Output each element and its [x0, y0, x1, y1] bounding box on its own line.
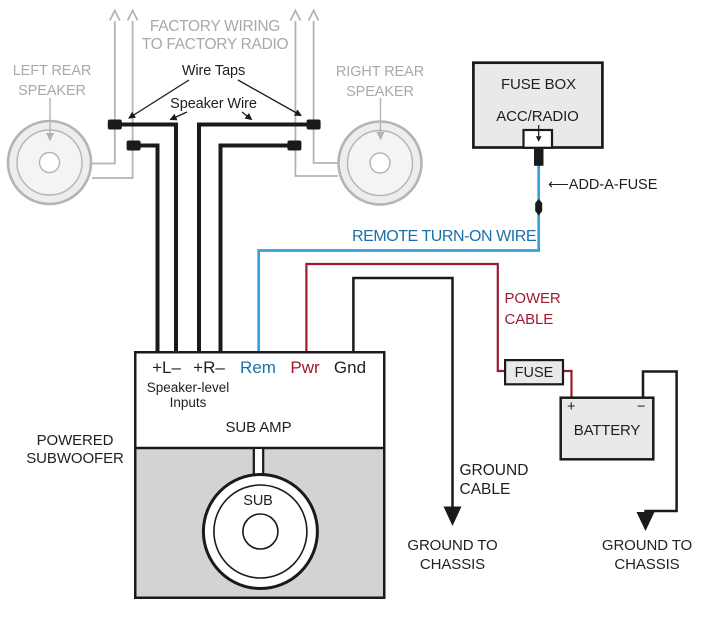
terminal-remote: Rem	[240, 357, 276, 377]
acc-radio-label: ACC/RADIO	[496, 108, 579, 125]
factory-wiring-label: FACTORY WIRING TO FACTORY RADIO	[142, 18, 289, 55]
power-cable-line1: POWER	[504, 290, 561, 307]
powered-subwoofer-line1: POWERED	[36, 431, 114, 449]
ground-chassis-left-line2: CHASSIS	[419, 555, 486, 573]
ground-wires	[352, 276, 678, 513]
add-a-fuse-body	[535, 199, 543, 216]
wire-tap-right-2	[287, 140, 302, 151]
factory-wire-left-1	[92, 21, 116, 165]
battery-plus-terminal: +	[567, 399, 576, 415]
wire-taps-arrow-right-icon	[237, 79, 302, 117]
ground-cable-line1: GROUND	[459, 462, 529, 479]
factory-wiring-wires	[92, 8, 338, 179]
speaker-wire-left-bottom	[130, 143, 160, 354]
factory-wire-left-2	[92, 21, 134, 179]
amp-ground-wire	[352, 276, 454, 508]
inline-fuse-rect	[504, 359, 565, 386]
sub-label: SUB	[243, 492, 273, 509]
terminal-power: Pwr	[290, 357, 320, 377]
sub-lead-gap	[255, 449, 262, 475]
fuse-box-title: FUSE BOX	[500, 76, 577, 93]
remote-turn-on-wire-label: REMOTE TURN-ON WIRE	[352, 228, 537, 245]
sub-dustcap-circle	[242, 513, 279, 550]
factory-arrow-4-icon	[307, 8, 320, 21]
speaker-wire-arrow-right-icon	[241, 111, 253, 121]
ground-chassis-right-line1: GROUND TO	[601, 537, 693, 554]
speaker-wire-arrow-left-icon	[169, 111, 188, 121]
factory-wiring-line1: FACTORY WIRING	[149, 17, 281, 35]
wire-tap-right-1	[306, 119, 321, 130]
ground-chassis-right-line2: CHASSIS	[614, 555, 680, 573]
powered-subwoofer-box	[134, 351, 386, 599]
factory-arrow-3-icon	[289, 8, 302, 21]
battery-ground-arrowhead-icon	[636, 512, 655, 531]
powered-subwoofer-label: POWERED SUBWOOFER	[26, 431, 124, 470]
left-speaker-drawing	[6, 119, 93, 206]
factory-wiring-line2: TO FACTORY RADIO	[141, 36, 289, 53]
sub-surround-circle	[213, 484, 308, 579]
battery-ground-wire	[641, 370, 678, 513]
power-wire-fuse-to-battery	[562, 369, 573, 399]
battery-label: BATTERY	[573, 421, 641, 439]
speaker-wire-right-bottom	[218, 143, 298, 354]
right-speaker-line2: SPEAKER	[346, 83, 414, 100]
wire-tap-left-2	[126, 140, 141, 151]
right-speaker-dustcap	[369, 152, 391, 174]
wire-taps-label: Wire Taps	[181, 63, 246, 79]
boxes	[472, 61, 655, 461]
terminal-right-input: +R–	[193, 357, 225, 377]
terminal-left-input: +L–	[152, 357, 181, 377]
left-speaker-dustcap	[38, 151, 61, 174]
terminal-ground: Gnd	[333, 357, 367, 377]
battery-rect	[559, 396, 655, 461]
speaker-wire-label: Speaker Wire	[170, 95, 257, 112]
left-speaker-line2: SPEAKER	[18, 82, 86, 99]
left-speaker-label: LEFT REAR SPEAKER	[13, 61, 92, 101]
factory-wire-right-2	[294, 21, 338, 177]
ground-to-chassis-left-label: GROUND TO CHASSIS	[407, 537, 497, 574]
powered-subwoofer-line2: SUBWOOFER	[26, 450, 124, 468]
right-speaker-drawing	[337, 120, 423, 206]
battery-minus-terminal: −	[637, 399, 646, 415]
wire-tap-left-1	[107, 119, 122, 130]
speaker-wire-left-top	[112, 122, 178, 354]
add-a-fuse-connector	[534, 148, 544, 166]
acc-slot-arrow-icon	[535, 125, 542, 142]
factory-wire-right-1	[312, 21, 338, 164]
speaker-level-line1: Speaker-level	[146, 380, 230, 395]
annotation-arrows	[128, 79, 302, 121]
ground-to-chassis-right-label: GROUND TO CHASSIS	[602, 537, 692, 574]
ground-cable-line2: CABLE	[459, 480, 511, 498]
ground-cable-label: GROUND CABLE	[460, 462, 529, 499]
add-a-fuse-label: ⟵ADD-A-FUSE	[548, 176, 658, 193]
speaker-wires	[112, 122, 316, 354]
sub-outer-circle	[201, 473, 319, 590]
speaker-level-line2: Inputs	[169, 394, 207, 410]
right-speaker-label: RIGHT REAR SPEAKER	[336, 62, 424, 102]
wire-taps-arrow-left-icon	[128, 79, 190, 119]
ground-chassis-left-line1: GROUND TO	[407, 537, 498, 554]
amp-ground-arrowhead-icon	[443, 506, 462, 526]
left-speaker-line1: LEFT REAR	[12, 62, 92, 79]
factory-arrow-1-icon	[108, 8, 121, 21]
sub-amp-label: SUB AMP	[225, 418, 292, 436]
factory-arrow-2-icon	[126, 8, 139, 21]
power-cable-line2: CABLE	[504, 311, 554, 328]
right-speaker-line1: RIGHT REAR	[335, 63, 425, 80]
speaker-wire-right-top	[197, 122, 316, 354]
inline-fuse-label: FUSE	[514, 364, 554, 381]
speaker-level-inputs-label: Speaker-level Inputs	[146, 380, 230, 410]
power-cable-label: POWER CABLE	[505, 288, 561, 330]
power-wire-amp-to-fuse	[305, 262, 504, 373]
wire-taps	[107, 119, 321, 151]
